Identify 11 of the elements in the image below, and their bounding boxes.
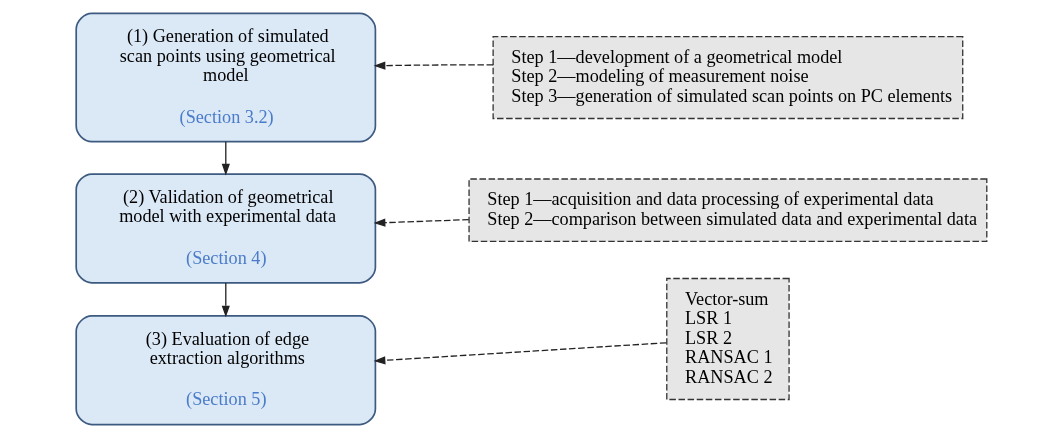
node-box: (3) Evaluation of edge extraction algorithms (Section 5): [74, 315, 376, 426]
arrow: [221, 141, 230, 176]
arrow: [373, 342, 667, 365]
node-box: Step 1—development of a geometrical model Step 2—modeling of measurement noise Step 3—generation of simulated scan points on PC elements: [492, 35, 963, 120]
node-box: (1) Generation of simulated scan points using geometrical model (Section 3.2): [74, 12, 376, 143]
arrow: [221, 282, 230, 318]
node-box: Step 1—acquisition and data processing of experimental data Step 2—comparison between simulated data and experimental data: [467, 178, 987, 243]
arrow: [373, 61, 494, 70]
arrow: [373, 218, 469, 227]
node-box: (2) Validation of geometrical model with experimental data (Section 4): [74, 173, 376, 284]
node-box: Vector-sum LSR 1 LSR 2 RANSAC 1 RANSAC 2: [665, 277, 790, 401]
